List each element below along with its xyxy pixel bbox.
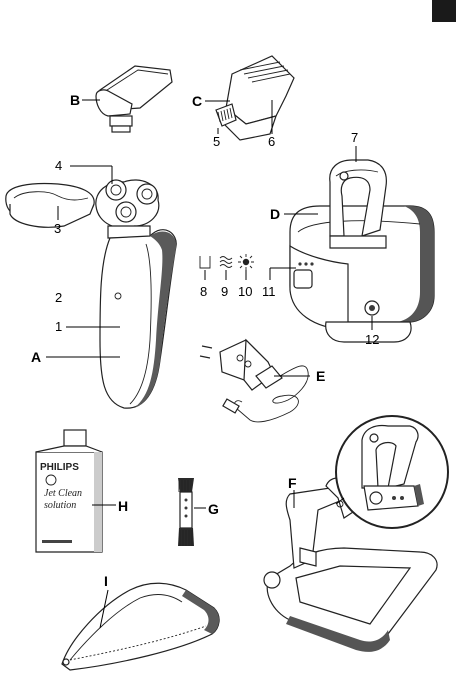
- label-3: 3: [54, 221, 61, 236]
- label-c: C: [192, 93, 202, 109]
- label-12: 12: [365, 332, 379, 347]
- protection-cap-3: [5, 182, 95, 228]
- heat-waves-icon: [219, 256, 233, 268]
- label-g: G: [208, 501, 219, 517]
- cleaning-brush-g: [178, 478, 194, 546]
- label-e: E: [316, 368, 325, 384]
- label-d: D: [270, 206, 280, 222]
- label-f: F: [288, 475, 297, 491]
- language-tab[interactable]: [432, 0, 456, 22]
- label-10: 10: [238, 284, 252, 299]
- label-5: 5: [213, 134, 220, 149]
- label-b: B: [70, 92, 80, 108]
- power-adapter-e: [199, 338, 309, 423]
- sun-icon: [238, 254, 254, 270]
- bottle-brand: PHILIPS: [40, 462, 79, 473]
- stand-detail-zoom: [335, 415, 449, 529]
- cup-icon: [199, 256, 211, 269]
- shaver-a: [95, 179, 177, 409]
- cleaning-solution-bottle-h: PHILIPS Jet Clean solution: [35, 429, 103, 553]
- label-9: 9: [221, 284, 228, 299]
- pouch-i: [61, 582, 220, 671]
- label-11: 11: [262, 284, 276, 299]
- label-7: 7: [351, 130, 358, 145]
- cleaning-unit-d: [289, 159, 435, 343]
- attachment-c: [215, 55, 295, 141]
- attachment-b: [95, 65, 173, 133]
- label-a: A: [31, 349, 41, 365]
- label-2: 2: [55, 290, 62, 305]
- label-6: 6: [268, 134, 275, 149]
- label-i: I: [104, 573, 108, 589]
- label-4: 4: [55, 158, 62, 173]
- label-1: 1: [55, 319, 62, 334]
- bottle-line-1: Jet Clean: [44, 488, 82, 499]
- label-h: H: [118, 498, 128, 514]
- label-8: 8: [200, 284, 207, 299]
- bottle-line-2: solution: [44, 500, 76, 511]
